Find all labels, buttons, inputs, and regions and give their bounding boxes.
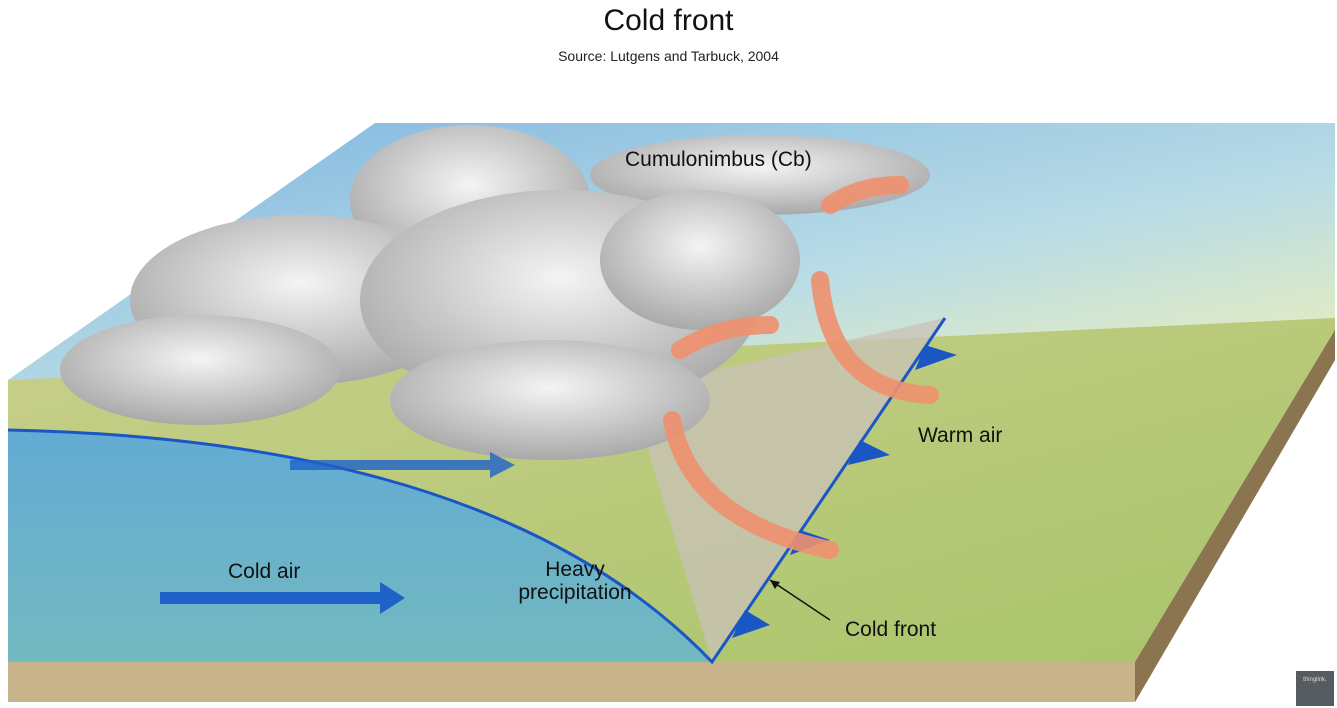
label-cumulonimbus: Cumulonimbus (Cb) <box>625 148 812 171</box>
label-warm-air: Warm air <box>918 424 1003 447</box>
cold-front-boundary <box>7 317 947 665</box>
label-cold-front: Cold front <box>845 618 937 641</box>
label-cold-air: Cold air <box>228 560 301 583</box>
cold-front-pointer <box>769 579 831 621</box>
soil-layer <box>8 330 1335 702</box>
source-caption: Source: Lutgens and Tarbuck, 2004 <box>558 48 779 64</box>
thinglink-badge[interactable]: thinglink. <box>1296 671 1334 706</box>
warm-air-arrows <box>663 176 939 559</box>
cold-air-arrows <box>160 452 515 614</box>
label-heavy-precipitation: Heavy precipitation <box>518 558 632 605</box>
diagram-title: Cold front <box>603 4 734 37</box>
